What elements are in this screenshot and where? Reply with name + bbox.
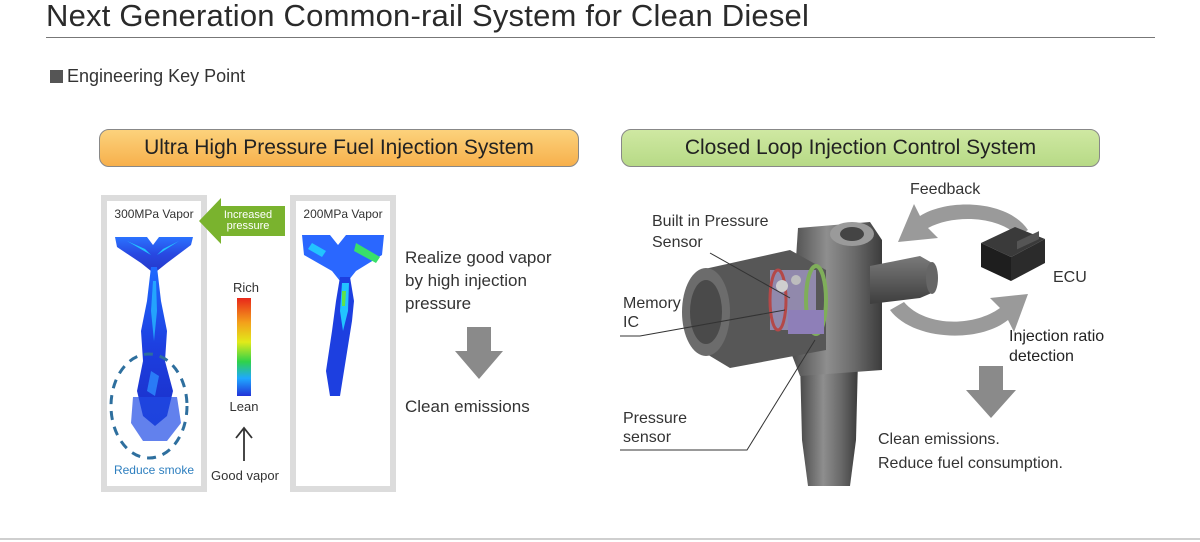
scale-lean-label: Lean <box>229 399 259 414</box>
injector-illustration <box>682 222 938 486</box>
good-vapor-label: Good vapor <box>211 468 279 483</box>
right-outcome-text: Clean emissions. Reduce fuel consumption… <box>878 428 1063 476</box>
up-arrow-icon <box>235 426 253 461</box>
pressure-sensor-label: Pressure sensor <box>623 409 687 447</box>
pressure-line2: sensor <box>623 429 672 446</box>
section-subheading: Engineering Key Point <box>50 66 245 87</box>
outcome-line1: Clean emissions. <box>878 431 1000 448</box>
subheading-text: Engineering Key Point <box>67 66 246 86</box>
increased-pressure-label: Increased pressure <box>218 210 278 232</box>
vapor-300-label: 300MPa Vapor <box>114 207 194 221</box>
right-panel-heading: Closed Loop Injection Control System <box>621 129 1100 167</box>
down-arrow-right <box>966 366 1016 418</box>
feedback-loop-arrows <box>890 204 1028 336</box>
ecu-label: ECU <box>1053 269 1087 286</box>
title-divider <box>46 37 1155 38</box>
vapor-200-label: 200MPa Vapor <box>303 207 383 221</box>
memory-ic-label: Memory IC <box>623 294 681 332</box>
vapor-200-frame: 200MPa Vapor <box>290 195 396 492</box>
page-title: Next Generation Common-rail System for C… <box>46 0 810 33</box>
realize-vapor-line3: pressure <box>405 294 472 313</box>
increased-pressure-line1: Increased <box>223 209 273 221</box>
injection-ratio-detection-label: Injection ratio detection <box>1009 327 1104 367</box>
down-arrow-left <box>455 327 503 379</box>
built-in-pressure-sensor-label: Built in Pressure Sensor <box>652 211 769 253</box>
feedback-label: Feedback <box>910 181 981 198</box>
ecu-icon <box>981 227 1045 281</box>
memory-line2: IC <box>623 314 639 331</box>
built-in-line2: Sensor <box>652 234 703 251</box>
square-bullet-icon <box>50 70 63 83</box>
pressure-line1: Pressure <box>623 410 688 427</box>
rich-lean-color-scale <box>237 298 251 396</box>
realize-vapor-text: Realize good vapor by high injection pre… <box>405 246 551 315</box>
increased-pressure-arrow <box>199 198 285 244</box>
scale-rich-label: Rich <box>232 280 259 295</box>
injection-line2: detection <box>1009 348 1074 365</box>
reduce-smoke-label: Reduce smoke <box>113 463 195 477</box>
left-panel-heading: Ultra High Pressure Fuel Injection Syste… <box>99 129 579 167</box>
injection-line1: Injection ratio <box>1009 328 1105 345</box>
realize-vapor-line2: by high injection <box>405 271 527 290</box>
vapor-200-spray-image <box>302 235 384 396</box>
increased-pressure-line2: pressure <box>226 220 270 232</box>
clean-emissions-left: Clean emissions <box>405 397 530 416</box>
vapor-300-spray-image <box>109 237 193 460</box>
bottom-divider <box>0 538 1200 540</box>
built-in-line1: Built in Pressure <box>652 213 769 230</box>
realize-vapor-line1: Realize good vapor <box>405 248 552 267</box>
memory-line1: Memory <box>623 295 681 312</box>
outcome-line2: Reduce fuel consumption. <box>878 455 1063 472</box>
vapor-300-frame: 300MPa Vapor Reduce smoke <box>101 195 207 492</box>
callout-lines <box>620 252 816 451</box>
